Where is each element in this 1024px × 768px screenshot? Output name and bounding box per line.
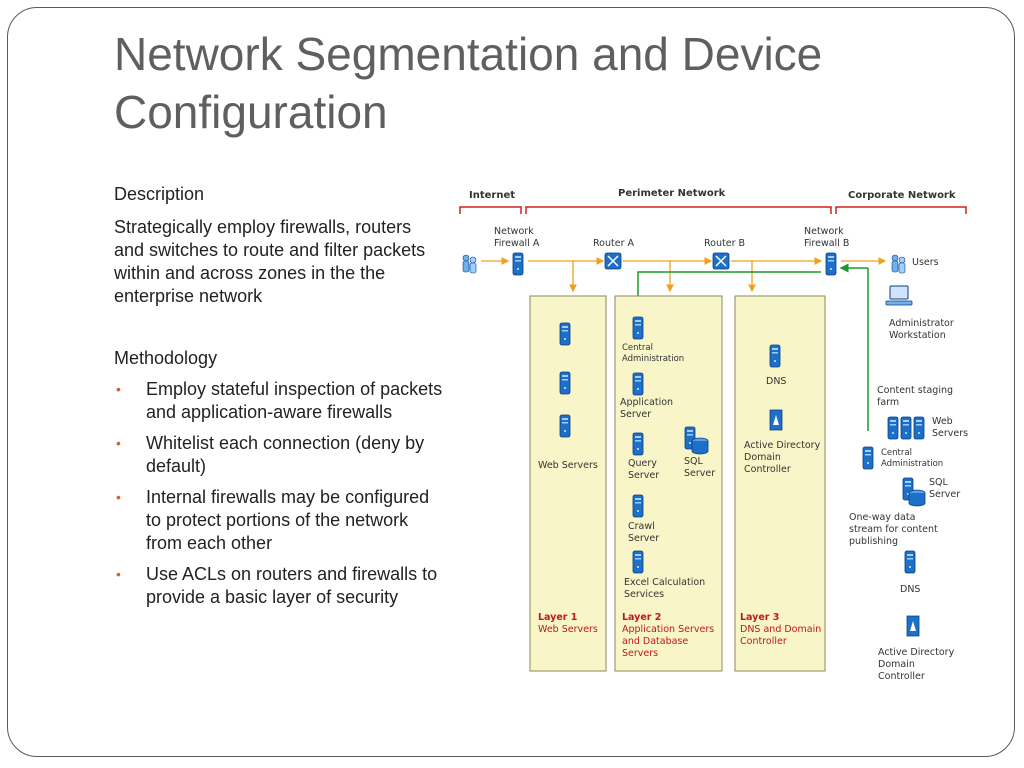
layer3-desc-2: Controller [740, 636, 787, 647]
crawl-server-label-1: Crawl [628, 521, 655, 532]
zone-corporate-bracket [835, 206, 967, 214]
web-server-icon [559, 322, 571, 346]
layer2-name: Layer 2 [622, 612, 661, 623]
layer1-desc: Web Servers [538, 624, 598, 635]
methodology-heading: Methodology [114, 348, 218, 368]
staging-label-1: Content staging [877, 385, 953, 396]
firewall-b-label-1: Network [804, 226, 844, 237]
firewall-a-label-1: Network [494, 226, 534, 237]
corp-ad-label-3: Controller [878, 671, 925, 682]
layer3-name: Layer 3 [740, 612, 779, 623]
router-a-icon [604, 252, 622, 270]
layer2-desc-1: Application Servers [622, 624, 714, 635]
bullet-item: •Whitelist each connection (deny by defa… [116, 433, 425, 476]
staging-database-icon [908, 489, 926, 507]
staging-sql-label-1: SQL [929, 477, 949, 488]
users-icon [891, 254, 906, 274]
central-admin-label-2: Administration [622, 354, 684, 364]
staging-sql-label-2: Server [929, 489, 960, 500]
excel-server-icon [632, 550, 644, 574]
slide: Network Segmentation and Device Configur… [7, 7, 1015, 757]
app-server-icon [632, 372, 644, 396]
zone-internet-bracket [459, 206, 522, 214]
admin-ws-label-2: Workstation [889, 330, 946, 341]
ad-label-2: Domain [744, 452, 781, 463]
sql-server-label-2: Server [684, 468, 715, 479]
firewall-a-icon [512, 252, 524, 276]
description-heading: Description [114, 184, 205, 204]
app-server-label-2: Server [620, 409, 651, 420]
layer3-desc-1: DNS and Domain [740, 624, 821, 635]
staging-central-admin-label-1: Central [881, 448, 912, 458]
oneway-label-3: publishing [849, 536, 898, 547]
staging-label-2: farm [877, 397, 899, 408]
description-text: Strategically employ firewalls, routers … [114, 217, 426, 306]
staging-web-label-1: Web [932, 416, 953, 427]
staging-central-admin-label-2: Administration [881, 459, 943, 469]
internet-users-icon [462, 254, 477, 274]
router-b-label: Router B [704, 238, 745, 249]
central-admin-icon [632, 316, 644, 340]
router-a-label: Router A [593, 238, 635, 249]
bullet-icon: • [116, 489, 121, 505]
corp-dns-label: DNS [900, 584, 920, 595]
query-server-label-1: Query [628, 458, 657, 469]
zone-internet-label: Internet [469, 190, 515, 201]
firewall-b-label-2: Firewall B [804, 238, 849, 249]
zone-perimeter-label: Perimeter Network [618, 188, 726, 199]
perimeter-links [481, 257, 887, 293]
central-admin-label-1: Central [622, 343, 653, 353]
bullet-icon: • [116, 381, 121, 397]
corp-ad-label-2: Domain [878, 659, 915, 670]
staging-central-admin-icon [862, 446, 874, 470]
ad-label-1: Active Directory [744, 440, 821, 451]
query-server-icon [632, 432, 644, 456]
layer2-panel [614, 295, 723, 672]
active-directory-icon [769, 409, 783, 431]
web-server-icon [559, 371, 571, 395]
bullet-item: •Internal firewalls may be configured to… [116, 487, 430, 553]
oneway-label-2: stream for content [849, 524, 938, 535]
excel-label-2: Services [624, 589, 664, 600]
zone-corporate-label: Corporate Network [848, 190, 956, 201]
excel-label-1: Excel Calculation [624, 577, 705, 588]
dns-label: DNS [766, 376, 786, 387]
slide-title: Network Segmentation and Device Configur… [114, 28, 823, 138]
dns-server-icon [769, 344, 781, 368]
methodology-list: •Employ stateful inspection of packets a… [114, 378, 444, 617]
layer1-servers-label: Web Servers [538, 460, 598, 471]
app-server-label-1: Application [620, 397, 673, 408]
sql-server-label-1: SQL [684, 456, 704, 467]
crawl-server-icon [632, 494, 644, 518]
bullet-icon: • [116, 435, 121, 451]
staging-web-server-icon [900, 416, 912, 440]
layer1-name: Layer 1 [538, 612, 577, 623]
bullet-item: •Employ stateful inspection of packets a… [116, 379, 443, 422]
query-server-label-2: Server [628, 470, 659, 481]
corp-active-directory-icon [906, 615, 920, 637]
layer1-panel [529, 295, 607, 672]
ad-label-3: Controller [744, 464, 791, 475]
web-server-icon [559, 414, 571, 438]
database-icon [691, 437, 709, 455]
layer2-desc-3: Servers [622, 648, 658, 659]
network-diagram: Internet Perimeter Network Corporate Net… [448, 176, 978, 691]
corp-ad-label-1: Active Directory [878, 647, 955, 658]
firewall-a-label-2: Firewall A [494, 238, 540, 249]
zone-perimeter-bracket [525, 206, 832, 214]
workstation-icon [885, 285, 913, 306]
staging-web-label-2: Servers [932, 428, 968, 439]
router-b-icon [712, 252, 730, 270]
firewall-b-icon [825, 252, 837, 276]
crawl-server-label-2: Server [628, 533, 659, 544]
users-label: Users [912, 257, 939, 268]
staging-web-server-icon [913, 416, 925, 440]
staging-web-server-icon [887, 416, 899, 440]
bullet-item: •Use ACLs on routers and firewalls to pr… [116, 564, 438, 607]
layer2-desc-2: and Database [622, 636, 688, 647]
bullet-icon: • [116, 566, 121, 582]
oneway-label-1: One-way data [849, 512, 915, 523]
corp-dns-server-icon [904, 550, 916, 574]
admin-ws-label-1: Administrator [889, 318, 954, 329]
